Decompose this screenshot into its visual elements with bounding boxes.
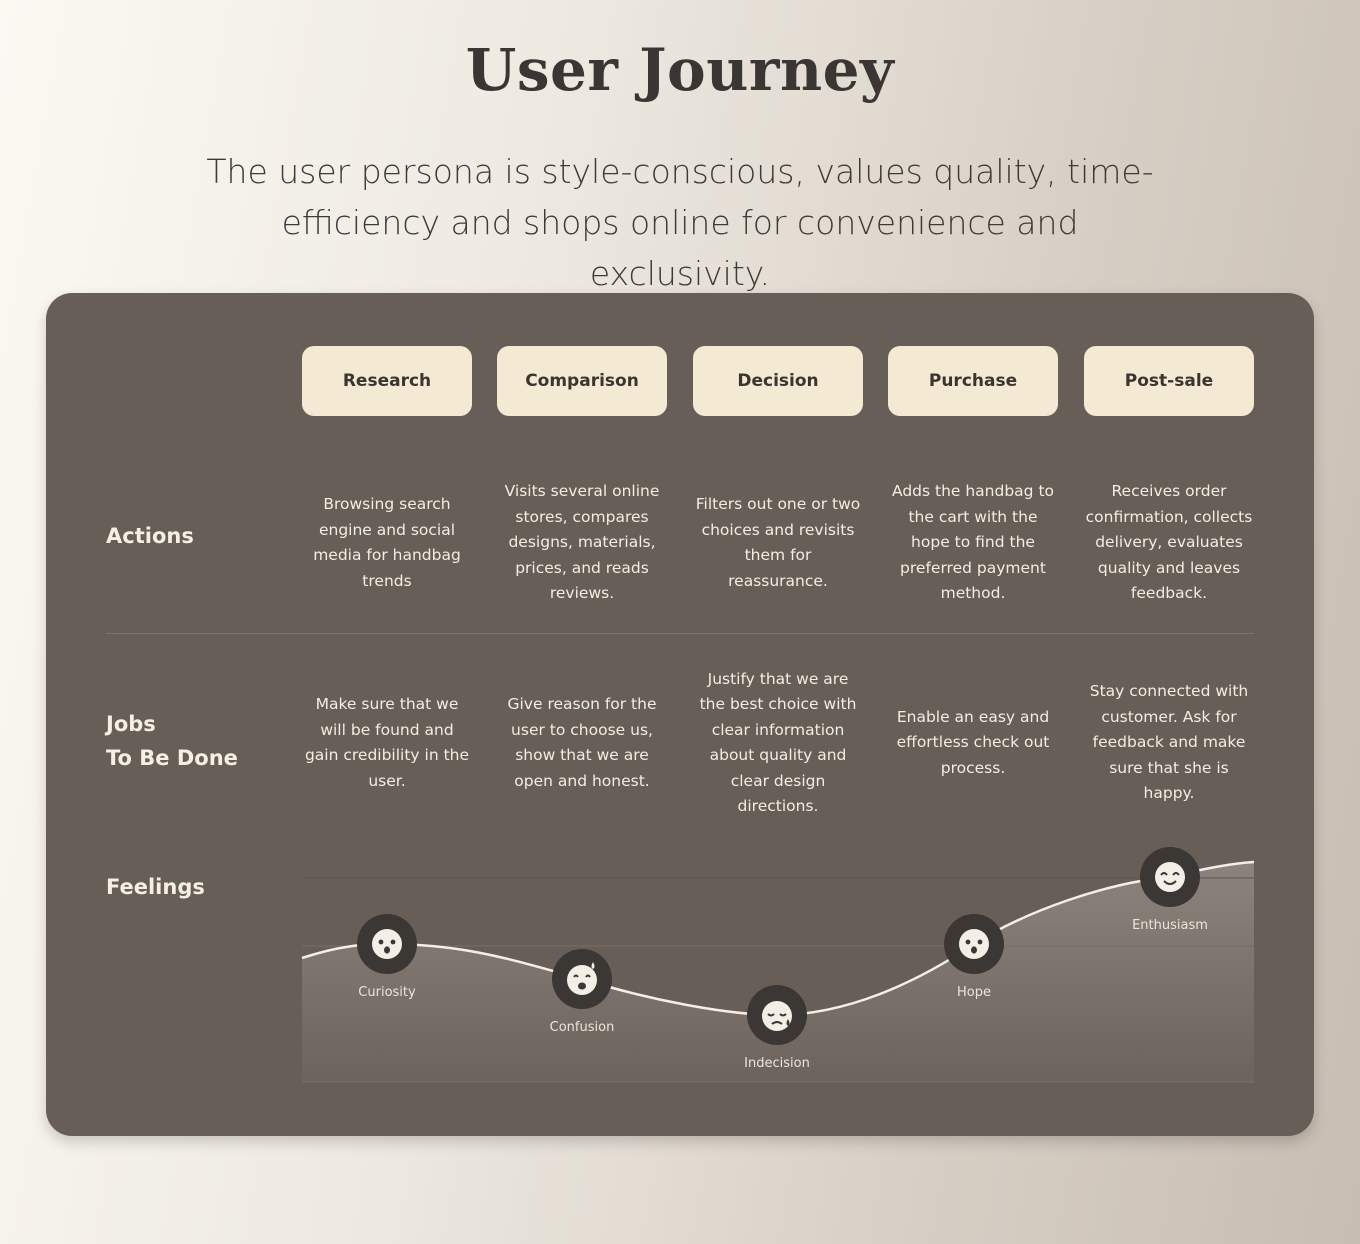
jobs-cell-comparison: Give reason for the user to choose us, s… — [507, 695, 657, 790]
feeling-label-indecision: Indecision — [744, 1056, 810, 1071]
jobs-cell-research: Make sure that we will be found and gain… — [304, 695, 470, 790]
stage-purchase[interactable]: Purchase — [888, 346, 1058, 416]
jobs-cell-purchase: Enable an easy and effortless check out … — [896, 707, 1050, 777]
row-divider — [106, 633, 1254, 634]
surprised-face-icon — [944, 914, 1004, 974]
feelings-area — [302, 862, 1254, 1082]
jobs-label-line2: To Be Done — [106, 746, 238, 770]
feeling-label-curiosity: Curiosity — [358, 985, 416, 1000]
jobs-cell-post-sale: Stay connected with customer. Ask for fe… — [1089, 682, 1249, 803]
happy-face-icon — [1140, 847, 1200, 907]
stage-post-sale[interactable]: Post-sale — [1084, 346, 1254, 416]
actions-cell-purchase: Adds the handbag to the cart with the ho… — [891, 482, 1055, 603]
feelings-curve-chart — [301, 860, 1255, 1083]
actions-cell-post-sale: Receives order confirmation, collects de… — [1085, 482, 1253, 603]
surprised-face-icon — [357, 914, 417, 974]
sweat-face-icon — [552, 949, 612, 1009]
page-subtitle: The user persona is style-conscious, val… — [206, 152, 1154, 293]
journey-map-card: Research Comparison Decision Purchase Po… — [46, 293, 1314, 1136]
jobs-label-line1: Jobs — [106, 712, 156, 736]
jobs-cell-decision: Justify that we are the best choice with… — [699, 669, 857, 816]
feeling-label-enthusiasm: Enthusiasm — [1132, 918, 1208, 933]
row-label-actions: Actions — [106, 524, 194, 548]
stage-comparison[interactable]: Comparison — [497, 346, 667, 416]
page-title: User Journey — [465, 36, 895, 104]
stage-decision[interactable]: Decision — [693, 346, 863, 416]
actions-cell-decision: Filters out one or two choices and revis… — [695, 495, 861, 590]
feeling-label-confusion: Confusion — [549, 1020, 615, 1035]
row-label-jobs: Jobs To Be Done — [106, 707, 238, 775]
stage-research[interactable]: Research — [302, 346, 472, 416]
actions-cell-research: Browsing search engine and social media … — [313, 495, 461, 590]
sad-face-icon — [747, 985, 807, 1045]
actions-cell-comparison: Visits several online stores, compares d… — [504, 482, 660, 603]
feeling-label-hope: Hope — [957, 985, 991, 1000]
row-label-feelings: Feelings — [106, 875, 205, 899]
